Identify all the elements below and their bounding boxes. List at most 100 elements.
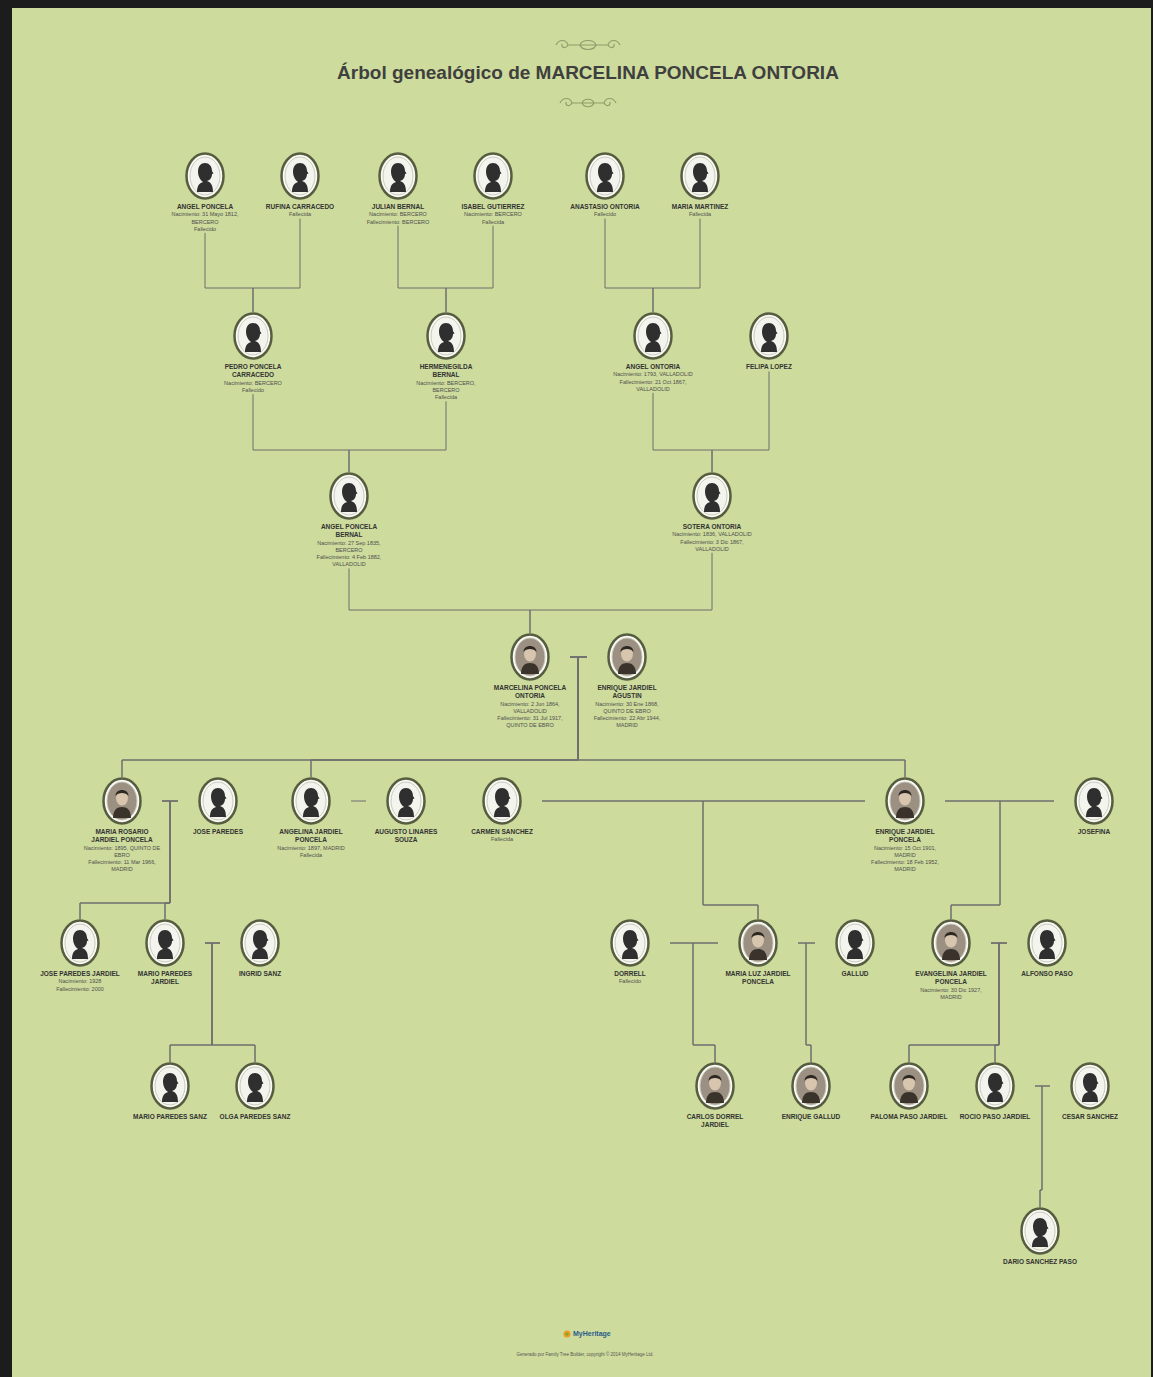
- frame-oval: [609, 635, 646, 680]
- portrait-frame: [426, 312, 466, 360]
- frame-oval: [1022, 1209, 1059, 1254]
- brand-name: MyHeritage: [573, 1330, 611, 1337]
- frame-oval: [235, 314, 272, 359]
- family-connector: [351, 801, 366, 802]
- photo-hair: [805, 1075, 818, 1081]
- portrait-frame: [233, 312, 273, 360]
- frame-oval: [104, 779, 141, 824]
- photo-face: [621, 647, 633, 662]
- person-name: PALOMA PASO JARDIEL: [869, 1113, 949, 1121]
- life-detail: Fallecida: [271, 852, 351, 859]
- frame-oval: [740, 921, 777, 966]
- frame-oval: [293, 779, 330, 824]
- portrait-frame: [885, 777, 925, 825]
- life-detail: Fallecida: [260, 211, 340, 218]
- life-detail: Fallecimiento: 4 Feb 1882, VALLADOLID: [309, 554, 389, 568]
- family-connector: [205, 233, 253, 312]
- person-name: EVANGELINA JARDIEL PONCELA: [911, 970, 991, 987]
- family-connector: [995, 943, 1007, 1062]
- portrait-ground: [478, 157, 508, 195]
- frame-oval: [147, 921, 184, 966]
- person-card: ENRIQUE JARDIEL PONCELANacimiento: 15 Oc…: [865, 777, 945, 873]
- life-detail: Fallecimiento: BERCERO: [358, 219, 438, 226]
- portrait-frame: [1074, 777, 1114, 825]
- family-connector: [798, 943, 811, 1062]
- photo-face: [524, 647, 536, 662]
- silhouette: [704, 483, 721, 512]
- photo-hair: [945, 932, 958, 938]
- person-card: ENRIQUE GALLUD: [771, 1062, 851, 1121]
- portrait-ground: [155, 1067, 185, 1105]
- photo-ground: [890, 782, 920, 820]
- person-name: ANGEL ONTORIA: [613, 363, 693, 371]
- life-detail: Nacimiento: 1895, QUINTO DE EBRO: [82, 845, 162, 859]
- photo-ground: [700, 1067, 730, 1105]
- frame-oval: [933, 921, 970, 966]
- family-connector: [693, 943, 718, 1062]
- frame-oval: [475, 154, 512, 199]
- silhouette: [1082, 1073, 1099, 1102]
- person-name: CESAR SANCHEZ: [1050, 1113, 1130, 1121]
- silhouette: [761, 323, 778, 352]
- person-name: OLGA PAREDES SANZ: [215, 1113, 295, 1121]
- frame-oval: [282, 154, 319, 199]
- portrait-ground: [391, 782, 421, 820]
- portrait-frame: [386, 777, 426, 825]
- life-detail: Nacimiento: 27 Sep 1835, BERCERO: [309, 540, 389, 554]
- person-name: CARLOS DORREL JARDIEL: [675, 1113, 755, 1130]
- portrait-frame: [607, 633, 647, 681]
- portrait-frame: [482, 777, 522, 825]
- portrait-ground: [65, 924, 95, 962]
- portrait-ground: [685, 157, 715, 195]
- person-card: MARIO PAREDES SANZ: [130, 1062, 210, 1121]
- frame-oval: [512, 635, 549, 680]
- person-name: SOTERA ONTORIA: [672, 523, 752, 531]
- frame-oval: [682, 154, 719, 199]
- portrait-ground: [840, 924, 870, 962]
- portrait-frame: [235, 1062, 275, 1110]
- ornament-swirl: [560, 99, 616, 107]
- person-card: PALOMA PASO JARDIEL: [869, 1062, 949, 1121]
- life-detail: Nacimiento: 1793, VALLADOLID: [613, 371, 693, 378]
- family-connector: [653, 219, 700, 312]
- person-name: DORRELL: [590, 970, 670, 978]
- person-card: MARIA LUZ JARDIEL PONCELA: [718, 919, 798, 987]
- brand-logo: [564, 1331, 571, 1338]
- portrait-ground: [296, 782, 326, 820]
- frame-oval: [1076, 779, 1113, 824]
- frame-oval: [793, 1064, 830, 1109]
- portrait-frame: [692, 472, 732, 520]
- life-detail: Fallecido: [590, 978, 670, 985]
- silhouette: [645, 323, 662, 352]
- portrait-frame: [889, 1062, 929, 1110]
- portrait-frame: [150, 1062, 190, 1110]
- person-name: JOSEFINA: [1054, 828, 1134, 836]
- portrait-ground: [334, 477, 364, 515]
- photo-body: [896, 807, 914, 818]
- person-name: INGRID SANZ: [220, 970, 300, 978]
- portrait-ground: [754, 317, 784, 355]
- family-connector: [712, 371, 769, 472]
- family-connector: [806, 943, 815, 1062]
- portrait-frame: [749, 312, 789, 360]
- silhouette: [622, 930, 639, 959]
- portrait-frame: [378, 152, 418, 200]
- portrait-frame: [975, 1062, 1015, 1110]
- family-connector: [605, 219, 653, 312]
- silhouette: [162, 1073, 179, 1102]
- life-detail: Fallecido: [213, 387, 293, 394]
- photo-hair: [621, 646, 634, 652]
- silhouette: [438, 323, 455, 352]
- frame-oval: [187, 154, 224, 199]
- person-name: ANGEL PONCELA BERNAL: [309, 523, 389, 540]
- frame-oval: [1072, 1064, 1109, 1109]
- person-name: ISABEL GUTIERREZ: [453, 203, 533, 211]
- portrait-frame: [198, 777, 238, 825]
- frame-oval: [891, 1064, 928, 1109]
- frame-oval: [62, 921, 99, 966]
- person-card: RUFINA CARRACEDOFallecida: [260, 152, 340, 219]
- silhouette: [303, 788, 320, 817]
- frame-oval: [887, 779, 924, 824]
- photo-ground: [796, 1067, 826, 1105]
